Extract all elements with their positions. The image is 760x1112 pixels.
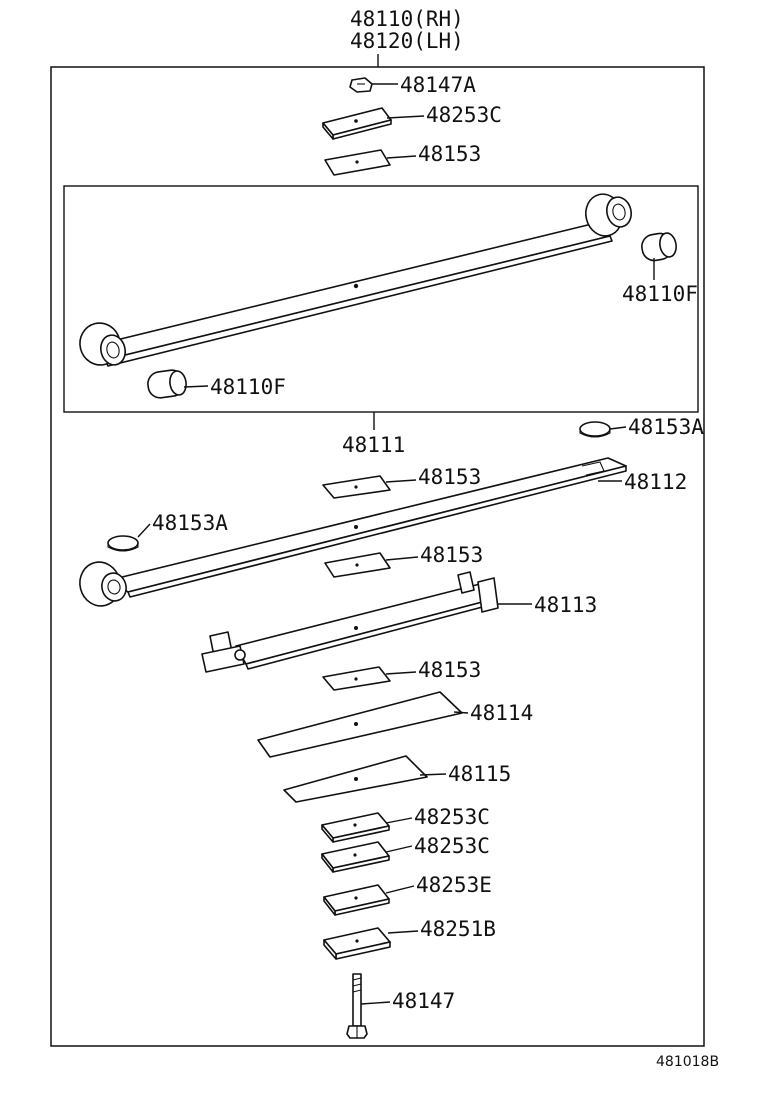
leader-bushing-left [183, 385, 209, 388]
leader-pad-4 [385, 671, 417, 675]
leader-plate-low-4 [387, 930, 419, 934]
label-bushing-right: 48110F [622, 282, 698, 306]
label-plate-top-1: 48253C [426, 103, 502, 127]
assembly-label-lh: 48120(LH) [350, 29, 464, 53]
label-pad-3: 48153 [420, 543, 483, 567]
leader-leaf-5 [419, 773, 447, 776]
center-bolt-icon [346, 973, 368, 1039]
pad-2-icon [322, 475, 391, 499]
main-leaf-icon [79, 193, 632, 367]
clip-right-icon [579, 421, 611, 438]
leader-plate-low-1 [385, 817, 413, 824]
figure-code: 481018B [656, 1054, 719, 1070]
leader-pad-3 [385, 556, 419, 561]
label-plate-low-4: 48251B [420, 917, 496, 941]
leader-pad-2 [385, 479, 417, 483]
nut-icon [349, 77, 373, 93]
leader-clip-right [609, 426, 627, 430]
leader-plate-top-1 [386, 115, 425, 119]
main-leaf-label: 48111 [342, 433, 405, 457]
label-plate-low-2: 48253C [414, 834, 490, 858]
label-nut: 48147A [400, 73, 476, 97]
assembly-frame [50, 66, 705, 1047]
leader-leaf-4 [453, 711, 469, 714]
leader-plate-low-2 [385, 845, 413, 853]
pad-3-icon [324, 552, 391, 578]
label-pad-2: 48153 [418, 465, 481, 489]
leaf-3-icon [201, 571, 499, 673]
label-leaf-3: 48113 [534, 593, 597, 617]
label-clip-right: 48153A [628, 415, 704, 439]
leader-center-bolt [360, 1001, 391, 1005]
leaf-2-icon [79, 457, 627, 607]
assembly-label-rh: 48110(RH) [350, 7, 464, 31]
main-leaf-frame [63, 185, 699, 413]
label-plate-low-1: 48253C [414, 805, 490, 829]
plate-low-1-icon [321, 812, 390, 843]
plate-low-2-icon [321, 841, 390, 873]
pad-4-icon [322, 666, 391, 691]
label-leaf-2: 48112 [624, 470, 687, 494]
leaf-5-icon [283, 755, 428, 803]
leader-plate-low-3 [385, 885, 415, 894]
label-pad-4: 48153 [418, 658, 481, 682]
label-pad-top: 48153 [418, 142, 481, 166]
pad-top-icon [324, 149, 391, 176]
label-center-bolt: 48147 [392, 989, 455, 1013]
label-clip-left: 48153A [152, 511, 228, 535]
clip-left-icon [107, 535, 139, 552]
label-leaf-4: 48114 [470, 701, 533, 725]
leaf-4-icon [257, 691, 463, 758]
plate-top-icon [322, 107, 392, 140]
label-plate-low-3: 48253E [416, 873, 492, 897]
plate-low-4-icon [323, 927, 391, 960]
label-leaf-5: 48115 [448, 762, 511, 786]
bushing-right-icon [641, 232, 677, 262]
leader-clip-left [137, 523, 151, 538]
label-bushing-left: 48110F [210, 375, 286, 399]
plate-low-3-icon [323, 884, 390, 916]
leader-pad-top [386, 155, 417, 159]
bushing-left-icon [147, 369, 187, 399]
